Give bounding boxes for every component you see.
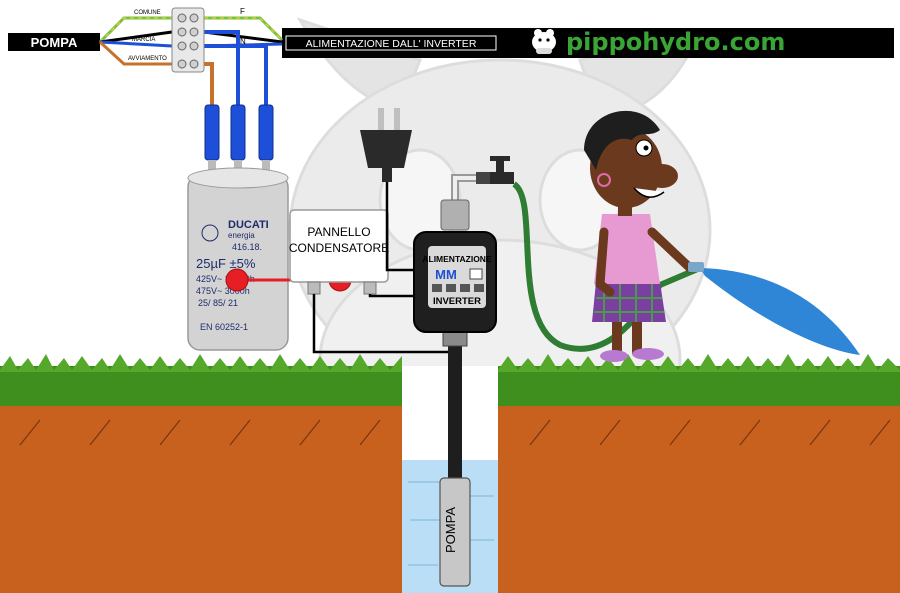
capacitor-brand: DUCATI bbox=[228, 219, 269, 231]
capacitor: DUCATI energia 416.18. 25µF ±5% 425V~ 10… bbox=[187, 104, 289, 351]
brand-logo: pippohydro.com bbox=[532, 28, 785, 56]
grass-right bbox=[498, 366, 900, 406]
terminal-label-f: F bbox=[240, 7, 245, 16]
panel-label-line1: PANNELLO bbox=[307, 225, 370, 239]
pipe-fitting bbox=[442, 331, 468, 347]
panel-to-inverter-wire bbox=[368, 294, 418, 298]
wire-label-comune: COMUNE bbox=[134, 10, 161, 16]
hose-nozzle bbox=[688, 262, 704, 272]
pompa-bar bbox=[8, 33, 100, 51]
capacitor-climate: 25/ 85/ 21 bbox=[198, 298, 238, 308]
panel-label-line2: CONDENSATORE bbox=[289, 241, 389, 255]
panel-to-pump-wire bbox=[312, 294, 452, 354]
inverter-top-label: ALIMENTAZIONE bbox=[422, 254, 492, 264]
supply-label: ALIMENTAZIONE DALL' INVERTER bbox=[306, 38, 477, 50]
soil-right bbox=[498, 396, 900, 593]
submersible-pump: POMPA bbox=[439, 477, 471, 587]
soil-texture bbox=[19, 419, 891, 446]
brand-text: pippohydro.com bbox=[566, 28, 785, 56]
plug-cable bbox=[385, 182, 418, 272]
inverter-device: ALIMENTAZIONE MM INVERTER bbox=[413, 231, 497, 333]
inverter-button-3[interactable] bbox=[460, 284, 470, 292]
wire-label-marcia: MARCIA bbox=[132, 37, 155, 43]
soil-left bbox=[0, 396, 402, 593]
capacitor-red-dot bbox=[225, 268, 249, 292]
woman-with-hose bbox=[584, 110, 695, 362]
capacitor-brand-sub: energia bbox=[228, 231, 255, 240]
inverter-bottom-label: INVERTER bbox=[433, 296, 481, 307]
pump-label: POMPA bbox=[443, 507, 458, 553]
capacitor-standard: EN 60252-1 bbox=[200, 322, 248, 332]
hippo-icon bbox=[532, 29, 556, 54]
water-spray bbox=[700, 268, 860, 355]
capacitor-panel: PANNELLO CONDENSATORE bbox=[289, 209, 389, 295]
pompa-label: POMPA bbox=[31, 35, 78, 50]
header-wires bbox=[98, 16, 284, 110]
water-tap-icon bbox=[476, 156, 514, 184]
inverter-button-2[interactable] bbox=[446, 284, 456, 292]
inverter-display bbox=[469, 268, 483, 280]
capacitor-capacitance: 25µF ±5% bbox=[196, 256, 256, 271]
capacitor-mark-icon bbox=[201, 224, 219, 242]
capacitor-code: 416.18. bbox=[232, 242, 262, 252]
inverter-logo: MM bbox=[435, 267, 457, 282]
terminal-label-n: N bbox=[240, 37, 246, 46]
wire-label-avviamento: AVVIAMENTO bbox=[128, 56, 167, 62]
grass-left bbox=[0, 366, 402, 406]
terminal-block bbox=[171, 7, 205, 73]
inverter-button-4[interactable] bbox=[474, 284, 484, 292]
inverter-button-1[interactable] bbox=[432, 284, 442, 292]
power-plug-icon bbox=[360, 108, 412, 182]
capacitor-voltage-1: 425V~ 10000h bbox=[196, 274, 255, 284]
water-lines bbox=[408, 481, 494, 566]
capacitor-voltage-2: 475V~ 3000h bbox=[196, 286, 250, 296]
riser-pipe bbox=[448, 340, 462, 480]
